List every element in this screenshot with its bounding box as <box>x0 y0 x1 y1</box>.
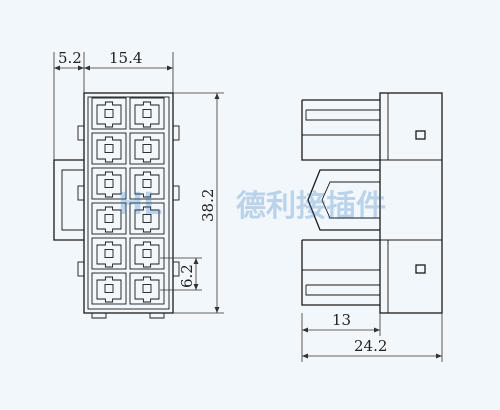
cavity <box>129 132 165 165</box>
cavity <box>91 132 127 165</box>
watermark-company: 德利接插件 <box>236 189 386 224</box>
watermark: HL 德利接插件 <box>118 187 386 224</box>
front-cavity-grid <box>91 97 165 305</box>
cavity <box>91 272 127 305</box>
dim-partial-length-label: 13 <box>332 311 351 329</box>
cavity <box>129 237 165 270</box>
cavity <box>129 167 165 200</box>
watermark-brand: HL <box>118 187 162 222</box>
front-view <box>53 92 180 319</box>
dim-height-label: 38.2 <box>199 189 217 222</box>
cavity <box>129 202 165 235</box>
side-window-lower <box>415 264 426 274</box>
side-latch <box>307 169 380 231</box>
side-window-upper <box>415 130 426 140</box>
cavity <box>91 167 127 200</box>
cavity <box>91 97 127 130</box>
front-housing-outline <box>83 92 174 314</box>
front-housing-inner-outline <box>87 96 170 310</box>
dim-pitch-label: 6.2 <box>178 264 196 288</box>
side-upper-arm <box>301 99 380 161</box>
front-height-dimension: 38.2 <box>173 92 224 314</box>
front-top-dimensions: 5.2 15.4 <box>53 49 174 160</box>
cavity <box>129 272 165 305</box>
dim-total-length-label: 24.2 <box>354 337 387 355</box>
cavity <box>129 97 165 130</box>
side-lower-arm <box>301 239 380 306</box>
front-bottom-tabs <box>91 313 165 319</box>
dim-flange-label: 5.2 <box>58 49 82 67</box>
dim-body-width-label: 15.4 <box>109 49 142 67</box>
front-latch-inner <box>61 169 84 231</box>
front-pitch-dimension: 6.2 <box>160 257 202 291</box>
front-latch-bracket <box>53 159 84 241</box>
side-rear-block <box>379 92 443 314</box>
side-dimensions: 13 24.2 <box>301 311 443 362</box>
cavity <box>91 202 127 235</box>
side-view <box>301 92 443 314</box>
cavity <box>91 237 127 270</box>
front-side-notches <box>77 125 180 277</box>
